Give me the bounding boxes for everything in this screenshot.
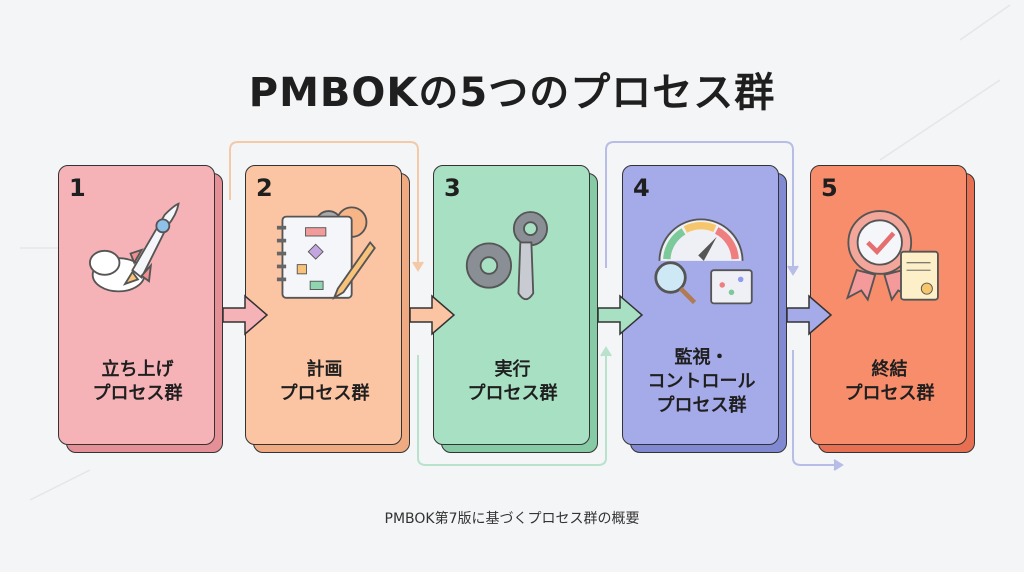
flowchart-notebook-icon	[276, 206, 376, 301]
card-label: 計画プロセス群	[246, 358, 403, 406]
rocket-icon	[89, 202, 180, 293]
loop-connector-plan	[229, 141, 424, 272]
card-label-line: 計画	[306, 359, 343, 380]
gear-wrench-icon	[465, 211, 548, 301]
process-card-2: 2 計画プロセス群	[245, 165, 410, 453]
card-number: 5	[821, 174, 838, 202]
card-label-line: プロセス群	[467, 383, 558, 404]
card-label-line: コントロール	[647, 371, 756, 392]
card-label-line: 立ち上げ	[101, 359, 174, 380]
card-face: 2 計画プロセス群	[245, 165, 402, 445]
card-number: 1	[69, 174, 86, 202]
card-number: 3	[444, 174, 461, 202]
gauge-magnifier-icon	[654, 218, 753, 305]
card-label-line: プロセス群	[92, 383, 183, 404]
card-label-line: プロセス群	[279, 383, 370, 404]
loop-connector-monitor	[605, 141, 844, 471]
card-label-line: 実行	[494, 359, 531, 380]
process-card-4: 4 監視・コントロールプロセス群	[622, 165, 787, 453]
card-label-line: プロセス群	[656, 395, 747, 416]
card-label-line: 監視・	[674, 347, 729, 368]
card-number: 2	[256, 174, 273, 202]
flow-arrow-icon	[223, 294, 269, 336]
page-title: PMBOKの5つのプロセス群	[248, 70, 776, 116]
card-label: 立ち上げプロセス群	[59, 358, 216, 406]
certificate-badge-icon	[845, 210, 939, 302]
flow-arrow-icon	[410, 294, 456, 336]
process-card-3: 3 実行プロセス群	[433, 165, 598, 453]
card-label: 実行プロセス群	[434, 358, 591, 406]
card-label: 監視・コントロールプロセス群	[623, 346, 780, 418]
card-face: 1 立ち上げプロセス群	[58, 165, 215, 445]
process-card-5: 5 終結プロセス群	[810, 165, 975, 453]
card-label-line: プロセス群	[844, 383, 935, 404]
process-card-1: 1 立ち上げプロセス群	[58, 165, 223, 453]
card-label-line: 終結	[871, 359, 908, 380]
card-face: 3 実行プロセス群	[433, 165, 590, 445]
caption: PMBOK第7版に基づくプロセス群の概要	[384, 511, 640, 527]
card-face: 4 監視・コントロールプロセス群	[622, 165, 779, 445]
loop-connector-execute	[417, 346, 612, 466]
flow-arrow-icon	[598, 294, 644, 336]
flow-arrow-icon	[787, 294, 833, 336]
card-face: 5 終結プロセス群	[810, 165, 967, 445]
card-label: 終結プロセス群	[811, 358, 968, 406]
card-number: 4	[633, 174, 650, 202]
